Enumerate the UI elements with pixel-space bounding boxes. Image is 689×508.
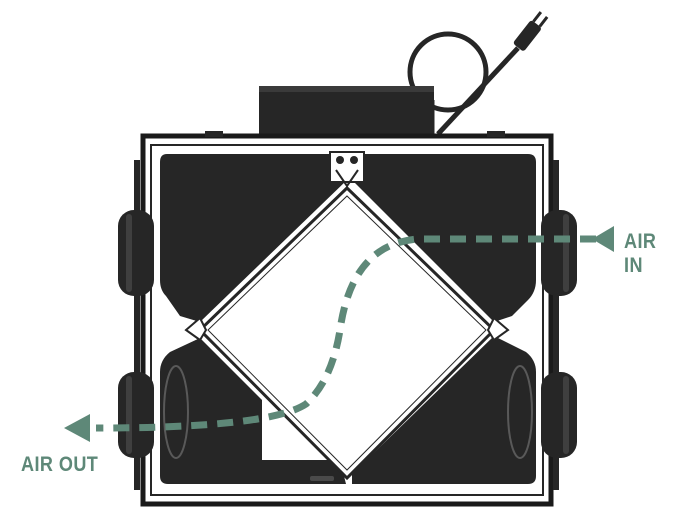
airflow-path (95, 235, 596, 432)
drain-slot (310, 476, 334, 481)
port-right-upper (541, 210, 577, 296)
port-left-lower (118, 372, 154, 458)
chamber-bottom-left (160, 338, 346, 484)
power-cord-lead (436, 46, 520, 136)
air-in-label: AIR IN (624, 230, 657, 277)
control-box (259, 88, 434, 138)
power-cord-coil (407, 31, 489, 113)
latch-left (184, 316, 208, 342)
arrow-left-icon (64, 414, 90, 442)
filter-right (507, 365, 533, 459)
control-box-top (259, 86, 434, 92)
air-out-label: AIR OUT (21, 453, 99, 476)
core-clip (329, 151, 365, 188)
chamber-top-right (352, 154, 536, 322)
arrow-left-icon (592, 226, 614, 252)
port-right-lower (541, 372, 577, 458)
latch-right (486, 316, 510, 342)
chamber-top-left (160, 154, 347, 322)
chamber-bottom-right (352, 336, 536, 484)
port-left-upper (118, 210, 154, 296)
power-plug-icon (513, 11, 549, 51)
heat-exchanger-core (197, 185, 497, 481)
filter-left (163, 365, 189, 459)
